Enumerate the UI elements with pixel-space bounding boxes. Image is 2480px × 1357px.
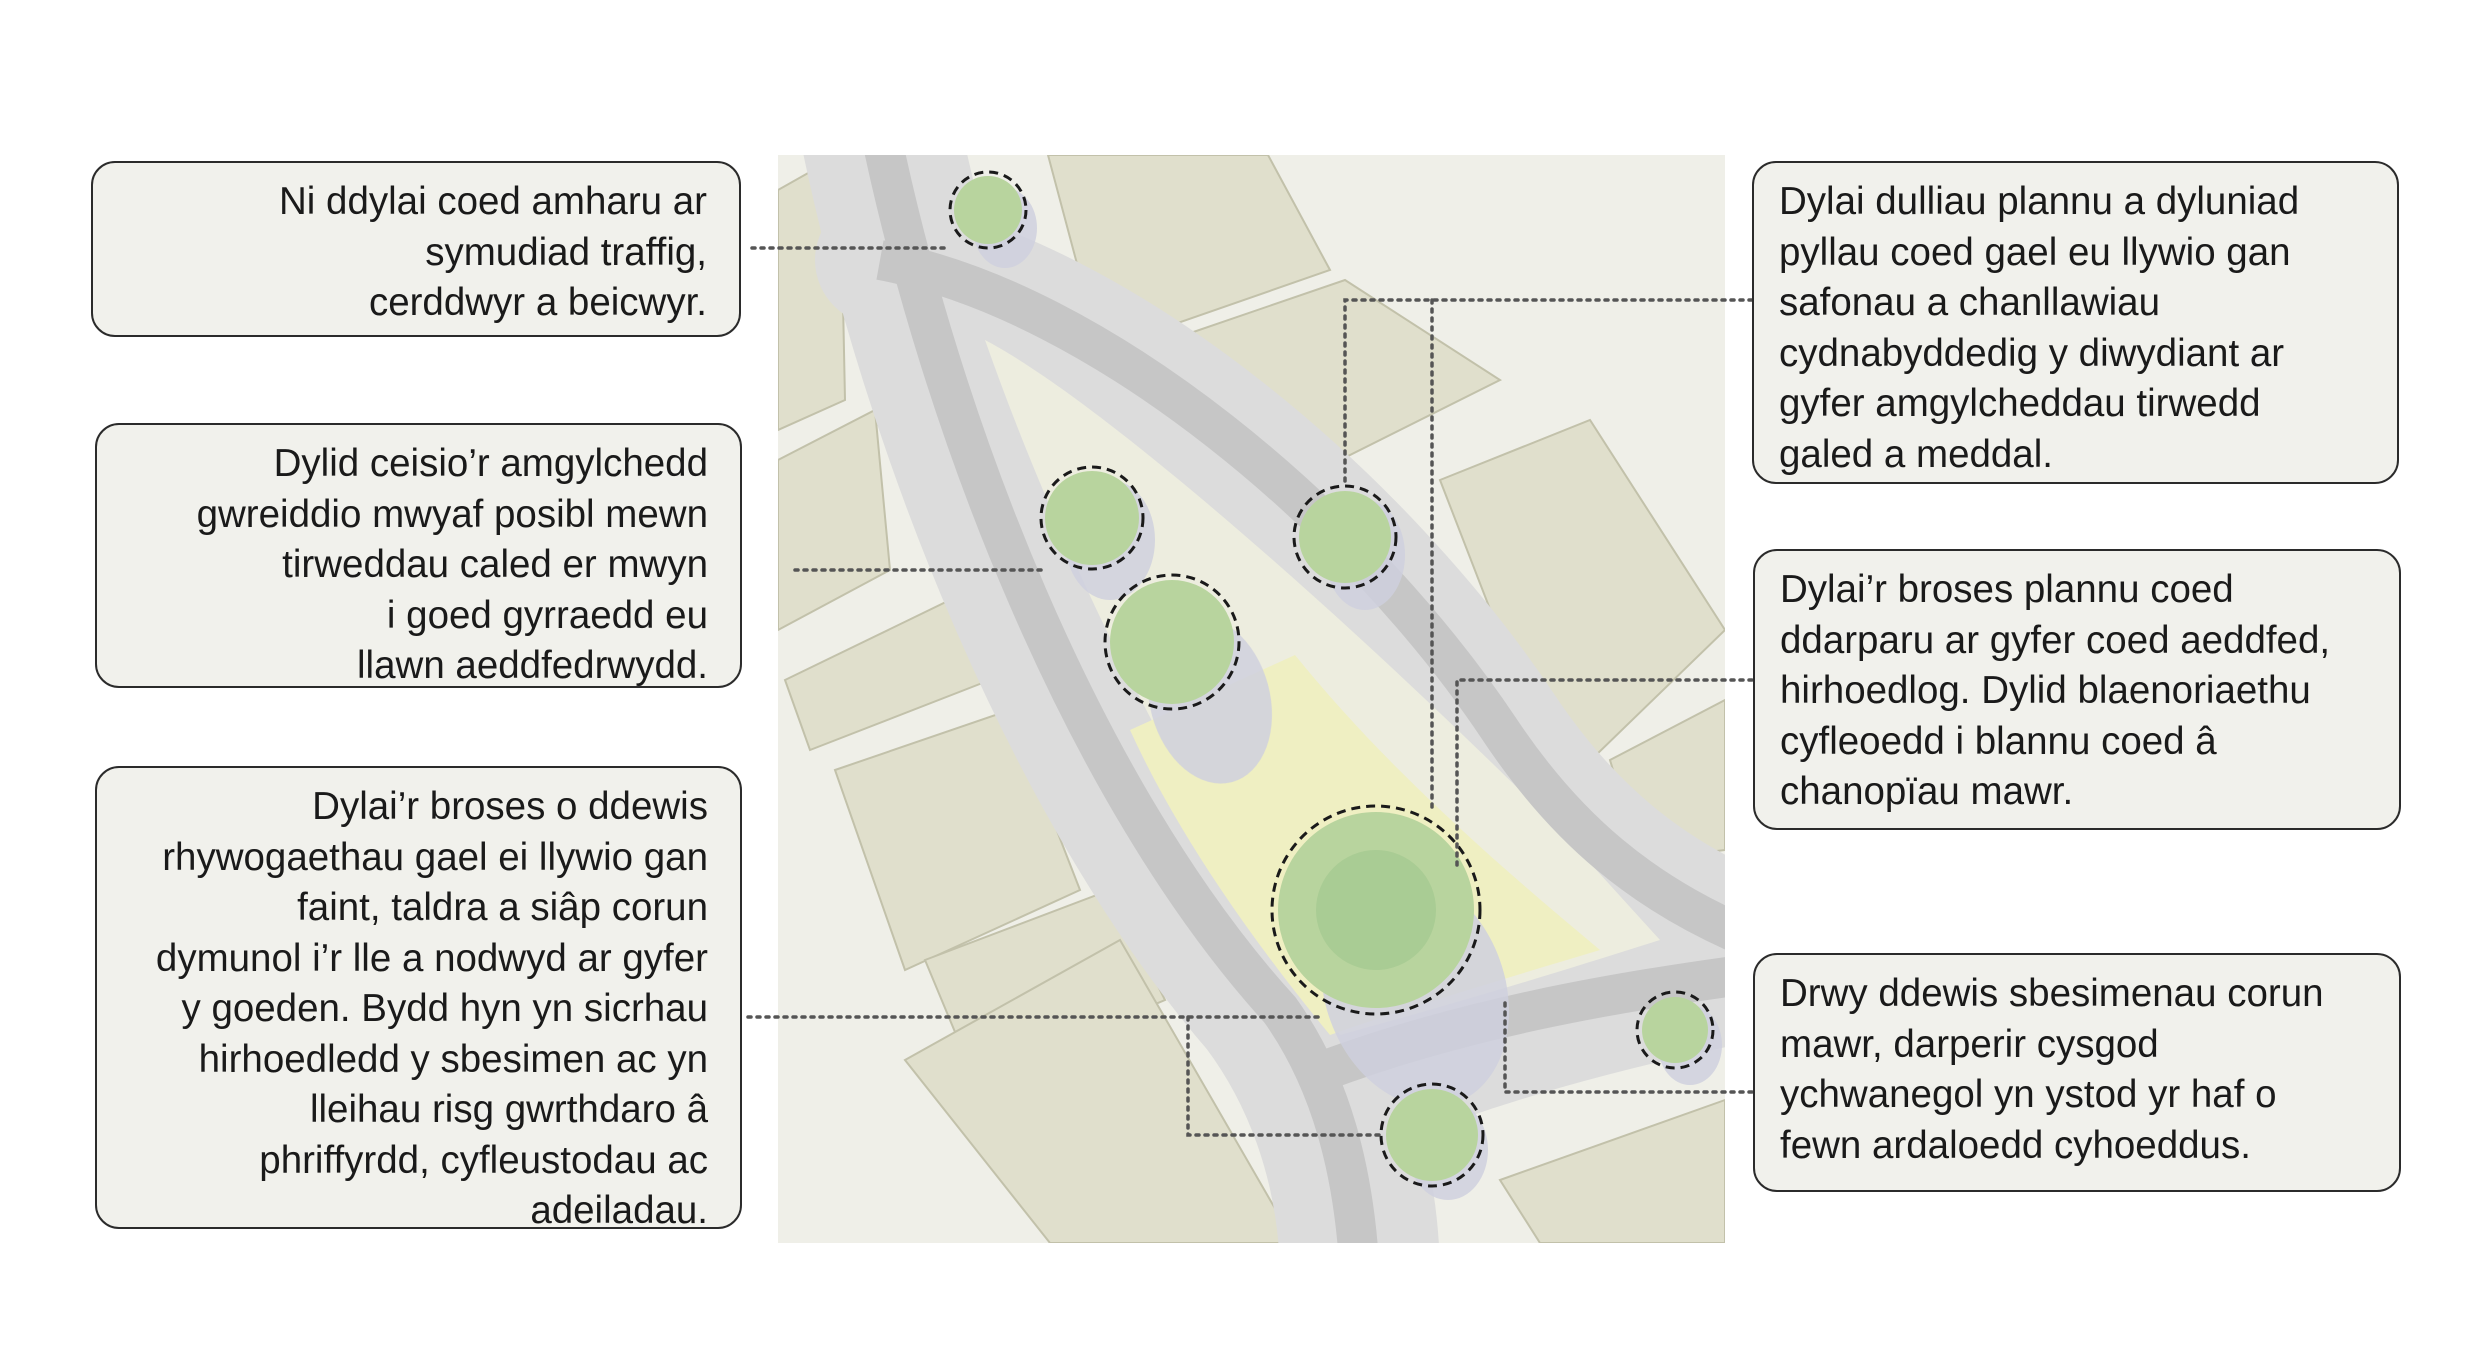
tree-icon [1379, 1082, 1485, 1188]
callout-traffic: Ni ddylai coed amharu ar symudiad traffi… [91, 161, 741, 337]
trees [948, 170, 1715, 1188]
callout-text-line: hirhoedlog. Dylid blaenoriaethu [1780, 669, 2311, 712]
callout-text-line: llawn aeddfedrwydd. [357, 644, 708, 687]
callout-text-line: adeiladau. [530, 1189, 708, 1232]
callout-text-line: Dylai dulliau plannu a dyluniad [1779, 180, 2300, 223]
tree-icon [1039, 465, 1145, 571]
callout-text-line: pyllau coed gael eu llywio gan [1779, 230, 2291, 274]
callout-text-line: i goed gyrraedd eu [386, 593, 708, 637]
callout-text-line: safonau a chanllawiau [1779, 281, 2160, 324]
callout-text-line: y goeden. Bydd hyn yn sicrhau [181, 987, 709, 1030]
callout-text-line: lleihau risg gwrthdaro â [309, 1088, 708, 1131]
callout-text-line: fewn ardaloedd cyhoeddus. [1780, 1123, 2251, 1167]
leader-line-methods [1343, 298, 1754, 486]
leader-line-canopy [1503, 998, 1754, 1094]
callout-text-line: tirweddau caled er mwyn [282, 543, 708, 586]
callout-text-line: ychwanegol yn ystod yr haf o [1780, 1073, 2277, 1116]
callout-text-line: cydnabyddedig y diwydiant ar [1779, 331, 2285, 375]
leader-line-mature [1455, 678, 1754, 867]
callout-text-line: dymunol i’r lle a nodwyd ar gyfer [155, 936, 708, 980]
building [833, 708, 1082, 972]
callout-text-line: Ni ddylai coed amharu ar [279, 180, 707, 223]
site-map [778, 155, 1725, 1243]
callout-text-line: gwreiddio mwyaf posibl mewn [196, 492, 708, 536]
callout-text-line: ddarparu ar gyfer coed aeddfed, [1780, 618, 2331, 662]
building [1498, 1098, 1725, 1243]
callout-text-line: Drwy ddewis sbesimenau corun [1780, 972, 2324, 1015]
callout-text-line: Dylai’r broses o ddewis [312, 785, 708, 828]
callout-rooting: Dylid ceisio’r amgylchedd gwreiddio mwya… [95, 423, 742, 688]
callout-text-line: symudiad traffig, [425, 230, 707, 274]
tree-icon [1270, 804, 1482, 1016]
callout-text-line: rhywogaethau gael ei llywio gan [162, 835, 708, 879]
callout-text-line: phriffyrdd, cyfleustodau ac [259, 1138, 708, 1182]
tree-icon [1103, 573, 1241, 711]
callout-text-line: chanopïau mawr. [1780, 770, 2074, 813]
building [778, 408, 892, 632]
tree-icon [1635, 990, 1715, 1070]
callout-methods: Dylai dulliau plannu a dyluniad pyllau c… [1752, 161, 2399, 484]
callout-text-line: hirhoedledd y sbesimen ac yn [198, 1037, 708, 1081]
callout-text-line: cyfleoedd i blannu coed â [1780, 719, 2217, 763]
callout-mature: Dylai’r broses plannu coed ddarparu ar g… [1753, 549, 2401, 830]
callout-text-line: Dylai’r broses plannu coed [1780, 568, 2234, 611]
callout-text-line: galed a meddal. [1779, 432, 2053, 476]
callout-text-line: Dylid ceisio’r amgylchedd [273, 442, 708, 485]
tree-icon [1292, 484, 1398, 590]
callout-canopy: Drwy ddewis sbesimenau corun mawr, darpe… [1753, 953, 2401, 1192]
callout-species: Dylai’r broses o ddewis rhywogaethau gae… [95, 766, 742, 1232]
road-curve [876, 240, 1725, 950]
callout-text-line: mawr, darperir cysgod [1780, 1022, 2159, 1066]
callout-text-line: cerddwyr a beicwyr. [368, 281, 707, 324]
leader-line-species-tree [1186, 1015, 1387, 1137]
callout-text-line: faint, taldra a siâp corun [297, 886, 708, 929]
callout-text-line: gyfer amgylcheddau tirwedd [1779, 382, 2261, 425]
leader-lines [746, 246, 1754, 1137]
road-main [864, 155, 1378, 1243]
tree-icon [948, 170, 1028, 250]
